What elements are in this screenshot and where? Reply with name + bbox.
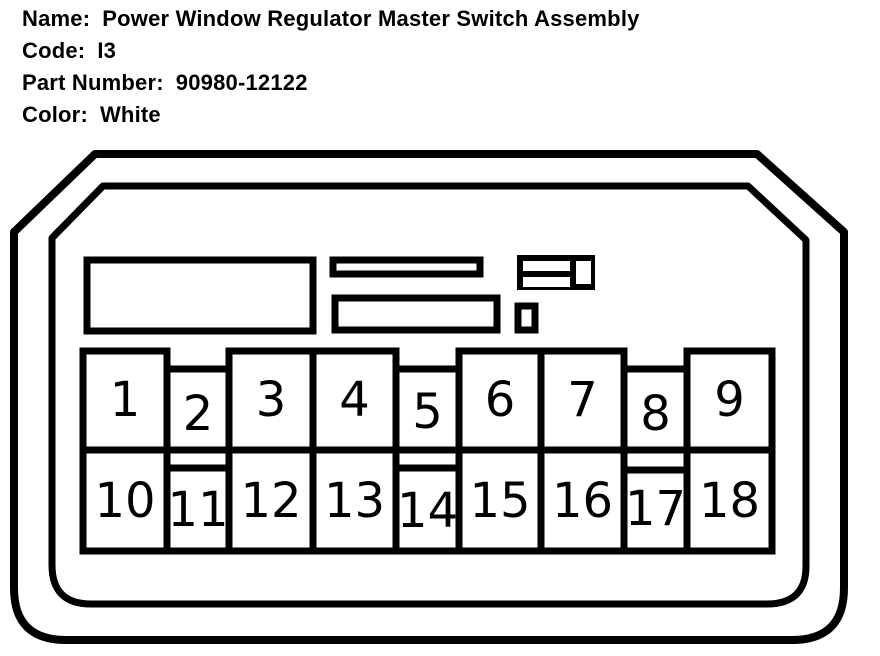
pin-number-14: 14 <box>397 483 458 539</box>
color-value: White <box>99 102 161 127</box>
pin-number-2: 2 <box>183 386 214 442</box>
pin-number-10: 10 <box>94 473 155 529</box>
part-number-field: Part Number: 90980-12122 <box>22 67 640 99</box>
pin-cell-3 <box>225 347 317 454</box>
pin-number-4: 4 <box>339 372 370 428</box>
keyway-wide-slot <box>331 294 501 334</box>
code-field: Code: I3 <box>22 35 640 67</box>
pin-grid: 1 2 3 4 5 6 7 8 9 10 11 12 13 14 15 16 1… <box>79 347 776 555</box>
connector-housing <box>10 150 848 644</box>
compartment-right-hole <box>576 261 591 284</box>
pin-number-12: 12 <box>240 473 301 529</box>
pin-number-1: 1 <box>110 372 141 428</box>
pin-cell-9 <box>683 347 776 454</box>
pin-cell-7 <box>537 347 628 454</box>
name-label: Name: <box>22 6 91 31</box>
part-number-label: Part Number: <box>22 70 164 95</box>
housing-outer-outline <box>10 150 848 644</box>
pin-cell-18 <box>683 446 776 555</box>
code-value: I3 <box>97 38 117 63</box>
housing-inner-outline <box>48 182 810 608</box>
name-value: Power Window Regulator Master Switch Ass… <box>102 6 640 31</box>
code-label: Code: <box>22 38 86 63</box>
keyway-compartment-block <box>517 255 595 290</box>
compartment-bottom-hole <box>523 277 570 287</box>
pin-number-7: 7 <box>567 372 598 428</box>
color-label: Color: <box>22 102 88 127</box>
pin-number-5: 5 <box>412 384 443 440</box>
pin-cell-8 <box>620 365 691 454</box>
part-info-header: Name: Power Window Regulator Master Switc… <box>22 3 640 131</box>
keyway-small-slot <box>514 302 539 334</box>
keyway-thin-slot <box>329 256 484 278</box>
color-field: Color: White <box>22 99 640 131</box>
keyway-large-slot <box>83 256 317 335</box>
pin-number-3: 3 <box>256 372 287 428</box>
pin-number-16: 16 <box>552 473 613 529</box>
pin-number-6: 6 <box>485 372 516 428</box>
part-number-value: 90980-12122 <box>175 70 308 95</box>
pin-number-18: 18 <box>699 473 760 529</box>
pin-number-8: 8 <box>640 386 671 442</box>
pin-cell-5 <box>392 365 463 454</box>
compartment-top-hole <box>523 261 570 271</box>
name-field: Name: Power Window Regulator Master Switc… <box>22 3 640 35</box>
pin-cell-12 <box>225 446 317 555</box>
pin-number-13: 13 <box>324 473 385 529</box>
keyway-slots <box>83 255 595 335</box>
pin-number-11: 11 <box>167 482 228 538</box>
pin-cell-1 <box>79 347 171 454</box>
pin-number-9: 9 <box>714 372 745 428</box>
pin-number-17: 17 <box>625 481 686 537</box>
pin-number-15: 15 <box>469 473 530 529</box>
